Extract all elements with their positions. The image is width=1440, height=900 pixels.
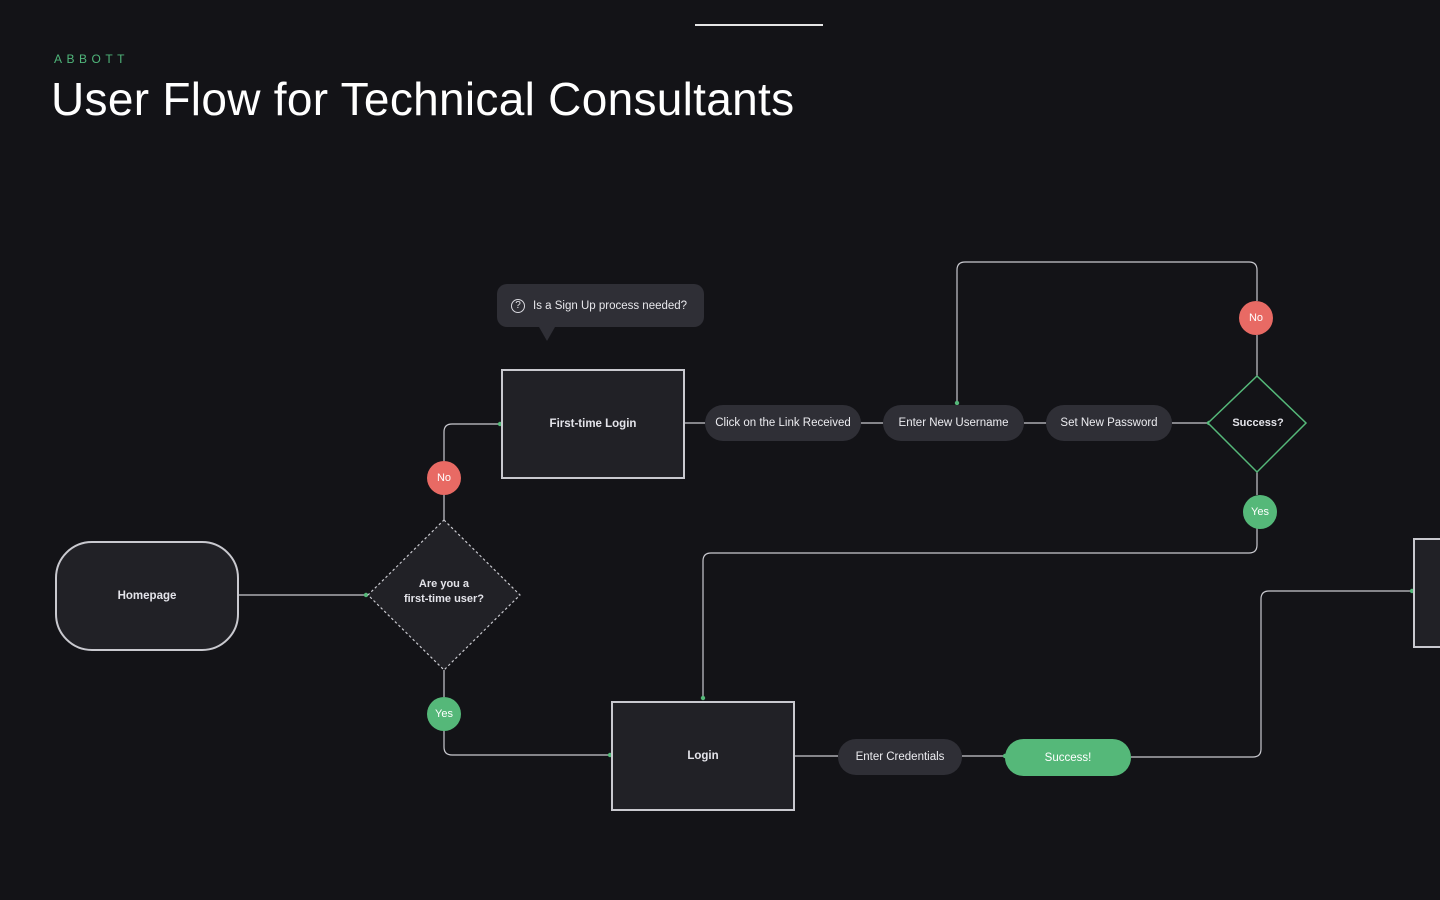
decision-line-1: Are you a	[418, 578, 470, 590]
click-link-step[interactable]: Click on the Link Received	[705, 405, 861, 441]
first-time-login-node[interactable]: First-time Login	[501, 369, 685, 479]
first-time-user-decision[interactable]: Are you a first-time user?	[384, 577, 504, 607]
enter-credentials-label: Enter Credentials	[855, 751, 945, 763]
top-divider	[695, 24, 823, 26]
connector-yes-login	[443, 730, 611, 756]
yes-badge-first-time: Yes	[427, 697, 461, 731]
enter-username-step[interactable]: Enter New Username	[883, 405, 1024, 441]
callout-text: Is a Sign Up process needed?	[533, 299, 688, 312]
connector-success-next	[1131, 590, 1414, 758]
click-link-label: Click on the Link Received	[715, 417, 851, 429]
connector-yes-to-login	[702, 528, 1258, 700]
success-decision-shape	[1206, 374, 1308, 474]
success-label: Success!	[1044, 751, 1092, 764]
success-step[interactable]: Success!	[1005, 739, 1131, 776]
enter-username-label: Enter New Username	[898, 417, 1009, 429]
homepage-label: Homepage	[117, 590, 177, 602]
login-label: Login	[687, 750, 719, 762]
set-password-label: Set New Password	[1060, 417, 1158, 429]
no-badge-success: No	[1239, 301, 1273, 335]
client-eyebrow: ABBOTT	[54, 52, 130, 66]
login-node[interactable]: Login	[611, 701, 795, 811]
homepage-node[interactable]: Homepage	[56, 542, 238, 650]
signup-question-callout: ? Is a Sign Up process needed?	[497, 284, 704, 327]
set-password-step[interactable]: Set New Password	[1046, 405, 1172, 441]
connector-no-firstlogin	[443, 423, 502, 461]
success-decision-label: Success?	[1232, 417, 1284, 429]
question-circle-icon: ?	[511, 298, 525, 313]
no-badge-first-time: No	[427, 461, 461, 495]
enter-credentials-step[interactable]: Enter Credentials	[838, 739, 962, 775]
first-time-user-decision-shape	[367, 519, 521, 671]
next-step-box	[1413, 538, 1440, 648]
connector-no-loop	[956, 261, 1258, 404]
homepage-shape	[55, 541, 239, 651]
yes-badge-success: Yes	[1243, 495, 1277, 529]
decision-line-2: first-time user?	[403, 593, 485, 605]
first-time-login-label: First-time Login	[549, 418, 637, 430]
success-decision[interactable]: Success?	[1212, 416, 1304, 431]
callout-pointer	[539, 327, 555, 341]
page-title: User Flow for Technical Consultants	[51, 73, 795, 125]
